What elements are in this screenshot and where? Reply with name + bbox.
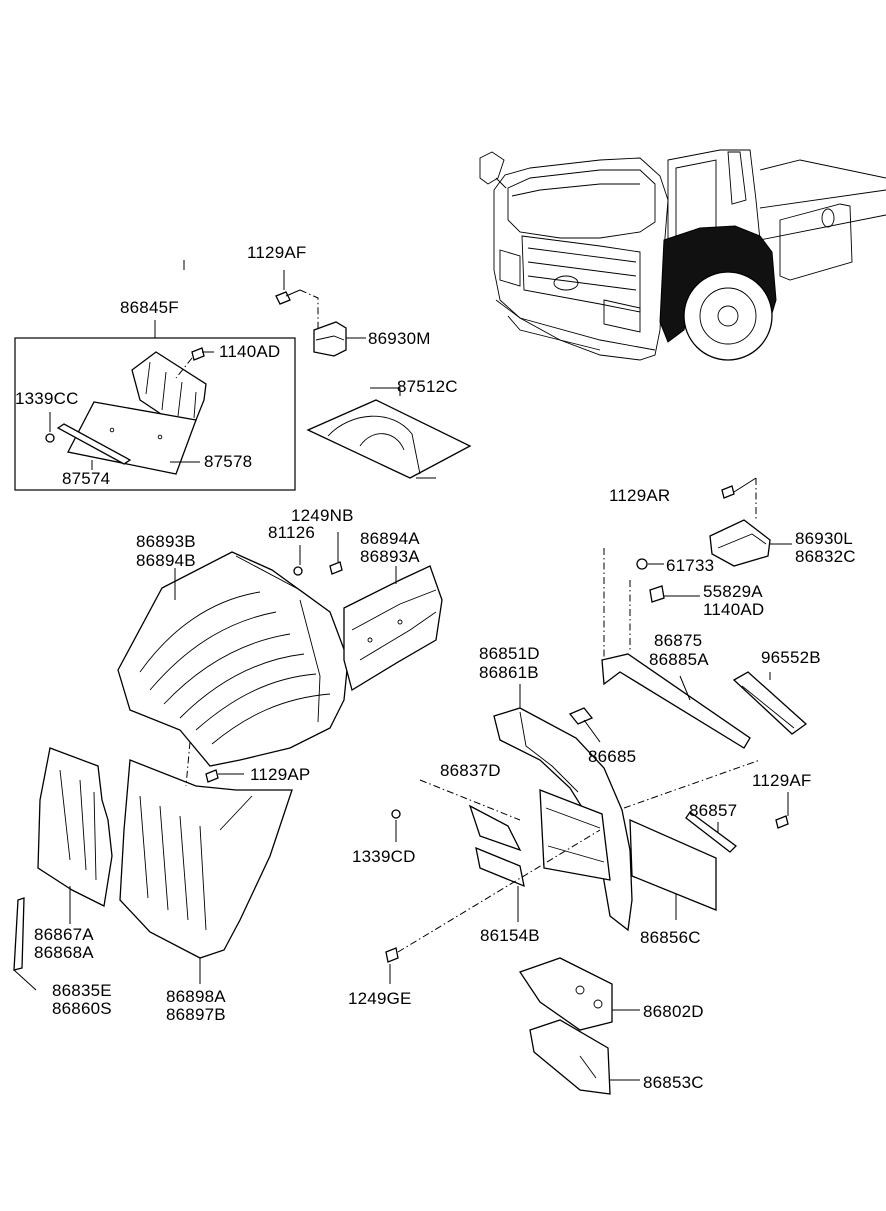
label-86868a: 86868A [34, 943, 94, 962]
label-1249nb: 1249NB [291, 506, 354, 525]
bracket-86894a [343, 565, 443, 692]
label-86898a: 86898A [166, 987, 226, 1006]
mud-guard-kit-parts [45, 347, 214, 475]
label-86894a: 86894A [360, 529, 420, 548]
hanger-86154b [475, 846, 525, 922]
bracket-86930l [709, 478, 792, 567]
strap-86835e [13, 897, 37, 991]
label-86930l: 86930L [795, 529, 853, 548]
label-86875: 86875 [654, 631, 703, 650]
label-86853c: 86853C [643, 1073, 704, 1092]
truck-cab-illustration [479, 149, 886, 361]
nut-1339cd [391, 809, 401, 842]
reflector-96552b [732, 671, 808, 735]
stay-86875 [601, 548, 751, 749]
label-86154b: 86154B [480, 926, 540, 945]
bolt-1129ar [721, 477, 757, 499]
label-1140ad-a: 1140AD [219, 342, 281, 361]
label-1129ar: 1129AR [609, 486, 671, 505]
label-86930m: 86930M [368, 329, 431, 348]
label-1129ap: 1129AP [250, 765, 311, 784]
label-86897b: 86897B [166, 1005, 226, 1024]
label-86861b: 86861B [479, 663, 539, 682]
inner-fender-86893b [117, 551, 349, 767]
label-86893b: 86893B [136, 532, 196, 551]
label-86802d: 86802D [643, 1002, 704, 1021]
label-86845f: 86845F [120, 298, 179, 317]
bracket-86837d [419, 779, 522, 852]
panel-86867a [37, 747, 113, 924]
label-87574: 87574 [62, 469, 111, 488]
label-86860s: 86860S [52, 999, 112, 1018]
bolt-1129af-right [623, 759, 789, 829]
label-1339cc: 1339CC [15, 389, 79, 408]
label-86894b: 86894B [136, 551, 196, 570]
label-1339cd: 1339CD [352, 847, 416, 866]
bolt-1129ap [185, 741, 244, 787]
label-86857: 86857 [689, 801, 738, 820]
label-86685: 86685 [588, 747, 637, 766]
label-86885a: 86885A [649, 650, 709, 669]
label-1249ge: 1249GE [348, 989, 412, 1008]
screw-1249ge [385, 829, 601, 984]
bracket-86802d [518, 957, 640, 1031]
label-86867a: 86867A [34, 925, 94, 944]
inner-frame [539, 789, 611, 881]
label-1140ad-b: 1140AD [703, 600, 765, 619]
label-1129af-top: 1129AF [247, 243, 307, 262]
flap-86856c [629, 811, 737, 920]
label-81126: 81126 [268, 523, 316, 542]
label-86851d: 86851D [479, 644, 540, 663]
label-86835e: 86835E [52, 981, 112, 1000]
label-87512c: 87512C [397, 377, 458, 396]
fasteners-61733-55829a [636, 558, 700, 603]
label-1129af-right: 1129AF [752, 771, 812, 790]
label-55829a: 55829A [703, 582, 763, 601]
bracket-86853c [529, 1019, 640, 1095]
panel-86898a [119, 759, 293, 984]
label-86837d: 86837D [440, 761, 501, 780]
bolt-1129af-top [275, 270, 319, 330]
label-86856c: 86856C [640, 928, 701, 947]
label-86832c: 86832C [795, 547, 856, 566]
leader-lines [183, 260, 201, 984]
cover-87512c [306, 387, 472, 479]
bracket-86930m [313, 321, 366, 357]
kit-box-86845f [14, 320, 296, 491]
label-87578: 87578 [204, 452, 253, 471]
fasteners-81126-1249nb [293, 532, 343, 576]
label-86893a: 86893A [360, 547, 420, 566]
label-96552b: 96552B [761, 648, 821, 667]
label-61733: 61733 [666, 556, 715, 575]
clip-86685 [568, 707, 601, 743]
fender-86851d [493, 684, 633, 932]
